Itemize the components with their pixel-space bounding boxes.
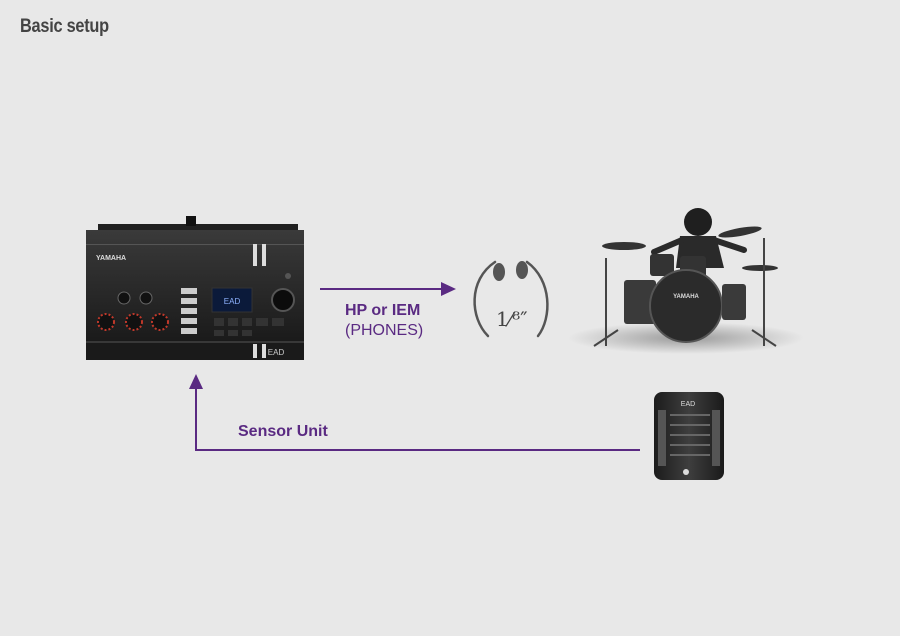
jack-size-label: 1⁄⁸″ — [496, 307, 528, 331]
drummer-with-kit: YAMAHA — [568, 208, 804, 354]
in-ear-monitor-icon: 1⁄⁸″ — [473, 260, 549, 338]
sensor-logo: EAD — [681, 401, 695, 408]
drum-module: YAMAHA EAD EAD — [86, 216, 304, 360]
input-label: Sensor Unit — [238, 423, 328, 440]
module-logo: EAD — [268, 348, 285, 357]
sensor-unit: EAD — [654, 392, 724, 480]
input-arrow — [189, 374, 640, 451]
output-sublabel: (PHONES) — [345, 322, 424, 339]
module-screen-logo: EAD — [224, 297, 241, 306]
module-brand: YAMAHA — [96, 255, 126, 262]
output-arrow — [320, 282, 456, 296]
page-title: Basic setup — [20, 16, 109, 37]
kit-brand: YAMAHA — [673, 294, 699, 300]
output-label: HP or IEM — [345, 302, 421, 319]
